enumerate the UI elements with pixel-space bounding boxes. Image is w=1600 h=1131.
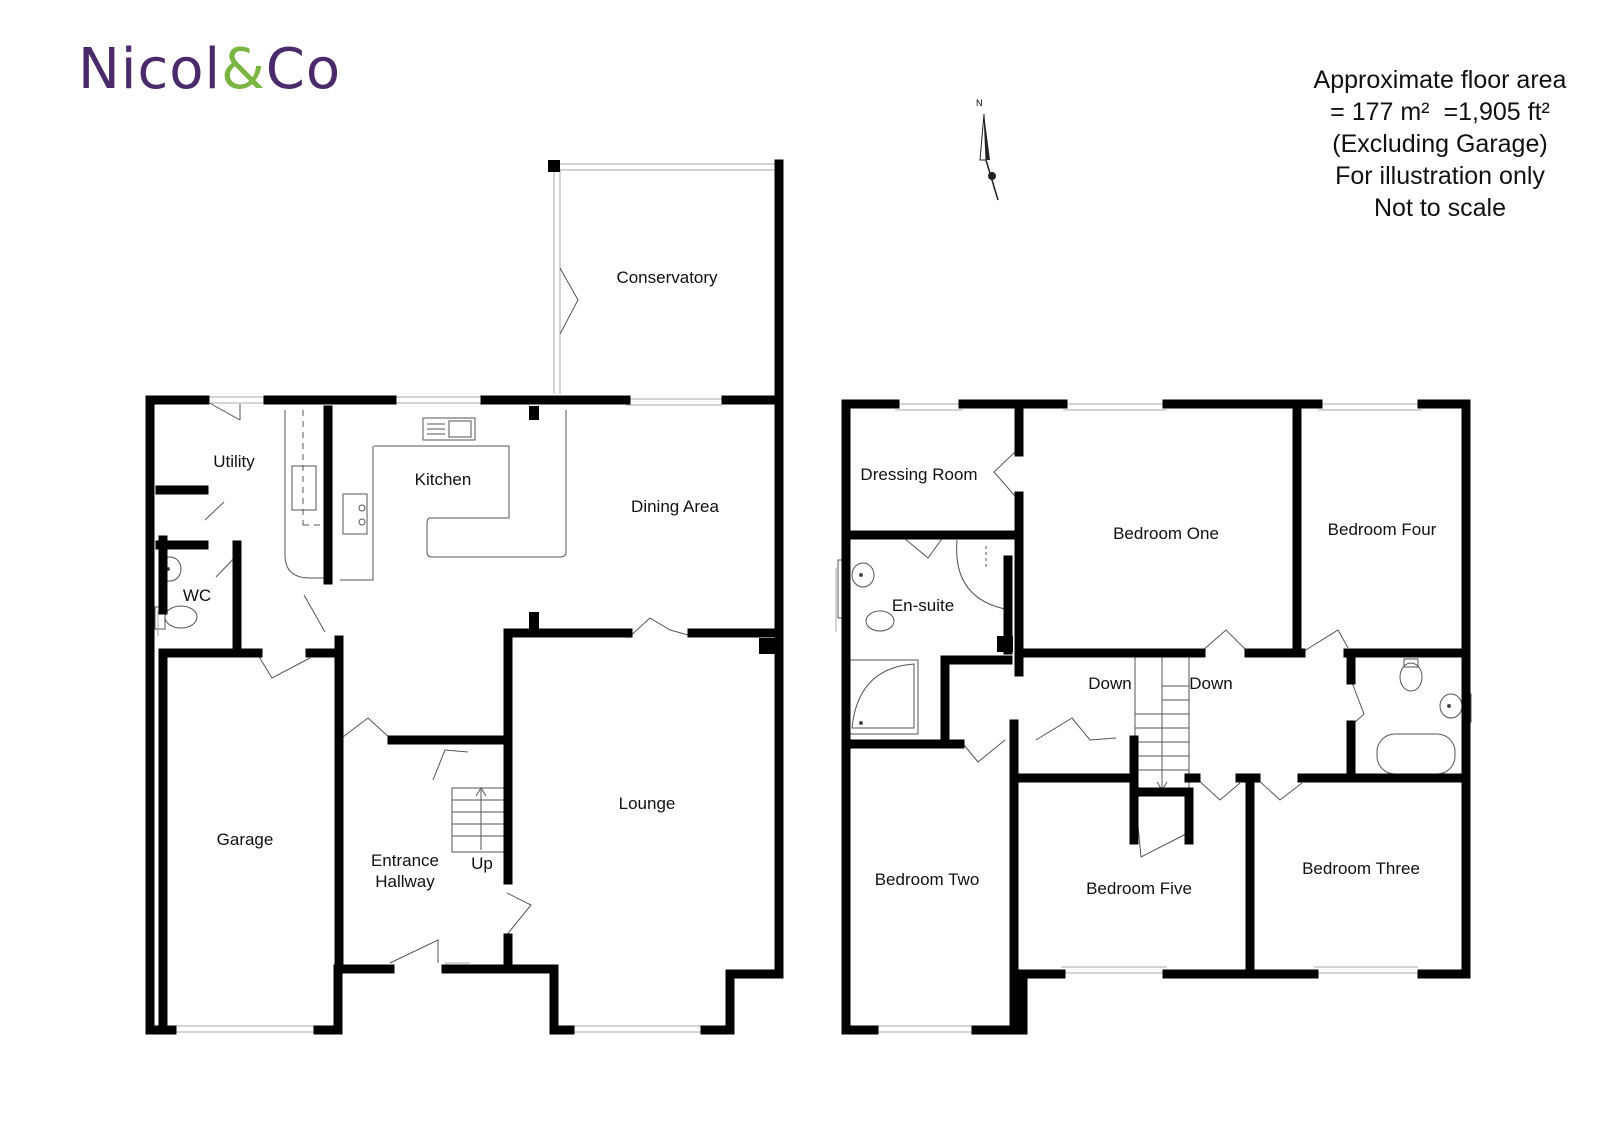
label-utility: Utility: [213, 452, 255, 471]
company-logo: Nicol&Co: [78, 42, 341, 98]
label-stairs-down-left: Down: [1088, 674, 1131, 693]
label-kitchen: Kitchen: [415, 470, 472, 489]
label-dining-area: Dining Area: [631, 497, 719, 516]
label-bedroom-five: Bedroom Five: [1086, 879, 1192, 898]
label-stairs-down-right: Down: [1189, 674, 1232, 693]
label-bedroom-one: Bedroom One: [1113, 524, 1219, 543]
area-note-excluding: (Excluding Garage): [1332, 130, 1548, 158]
label-bedroom-three: Bedroom Three: [1302, 859, 1420, 878]
label-stairs-up: Up: [471, 854, 493, 873]
label-en-suite: En-suite: [892, 596, 954, 615]
first-floor-plan: Dressing Room Bedroom One Bedroom Four E…: [835, 399, 1472, 1035]
area-heading: Approximate floor area: [1313, 66, 1567, 94]
compass-label: N: [976, 98, 983, 108]
area-note-scale: Not to scale: [1373, 194, 1506, 222]
logo-name-part2: Co: [265, 37, 342, 102]
floor-area-info: Approximate floor area = 177 m² =1,905 ft…: [1275, 64, 1600, 224]
ground-floor-plan: Conservatory Utility Kitchen Dining Area…: [145, 159, 784, 1035]
logo-ampersand: &: [221, 37, 266, 102]
label-hallway: Hallway: [375, 872, 435, 891]
label-conservatory: Conservatory: [616, 268, 718, 287]
area-m2: = 177 m²: [1330, 98, 1430, 126]
label-lounge: Lounge: [619, 794, 676, 813]
label-bedroom-four: Bedroom Four: [1328, 520, 1437, 539]
label-entrance: Entrance: [371, 851, 439, 870]
logo-name-part1: Nicol: [78, 37, 222, 102]
area-ft2: =1,905 ft²: [1443, 98, 1550, 126]
label-dressing-room: Dressing Room: [860, 465, 977, 484]
area-values: = 177 m² =1,905 ft²: [1275, 96, 1600, 128]
compass-north-arrow: N: [976, 98, 999, 201]
label-wc: WC: [183, 586, 211, 605]
area-note-illustration: For illustration only: [1335, 162, 1545, 190]
label-garage: Garage: [217, 830, 274, 849]
label-bedroom-two: Bedroom Two: [875, 870, 980, 889]
